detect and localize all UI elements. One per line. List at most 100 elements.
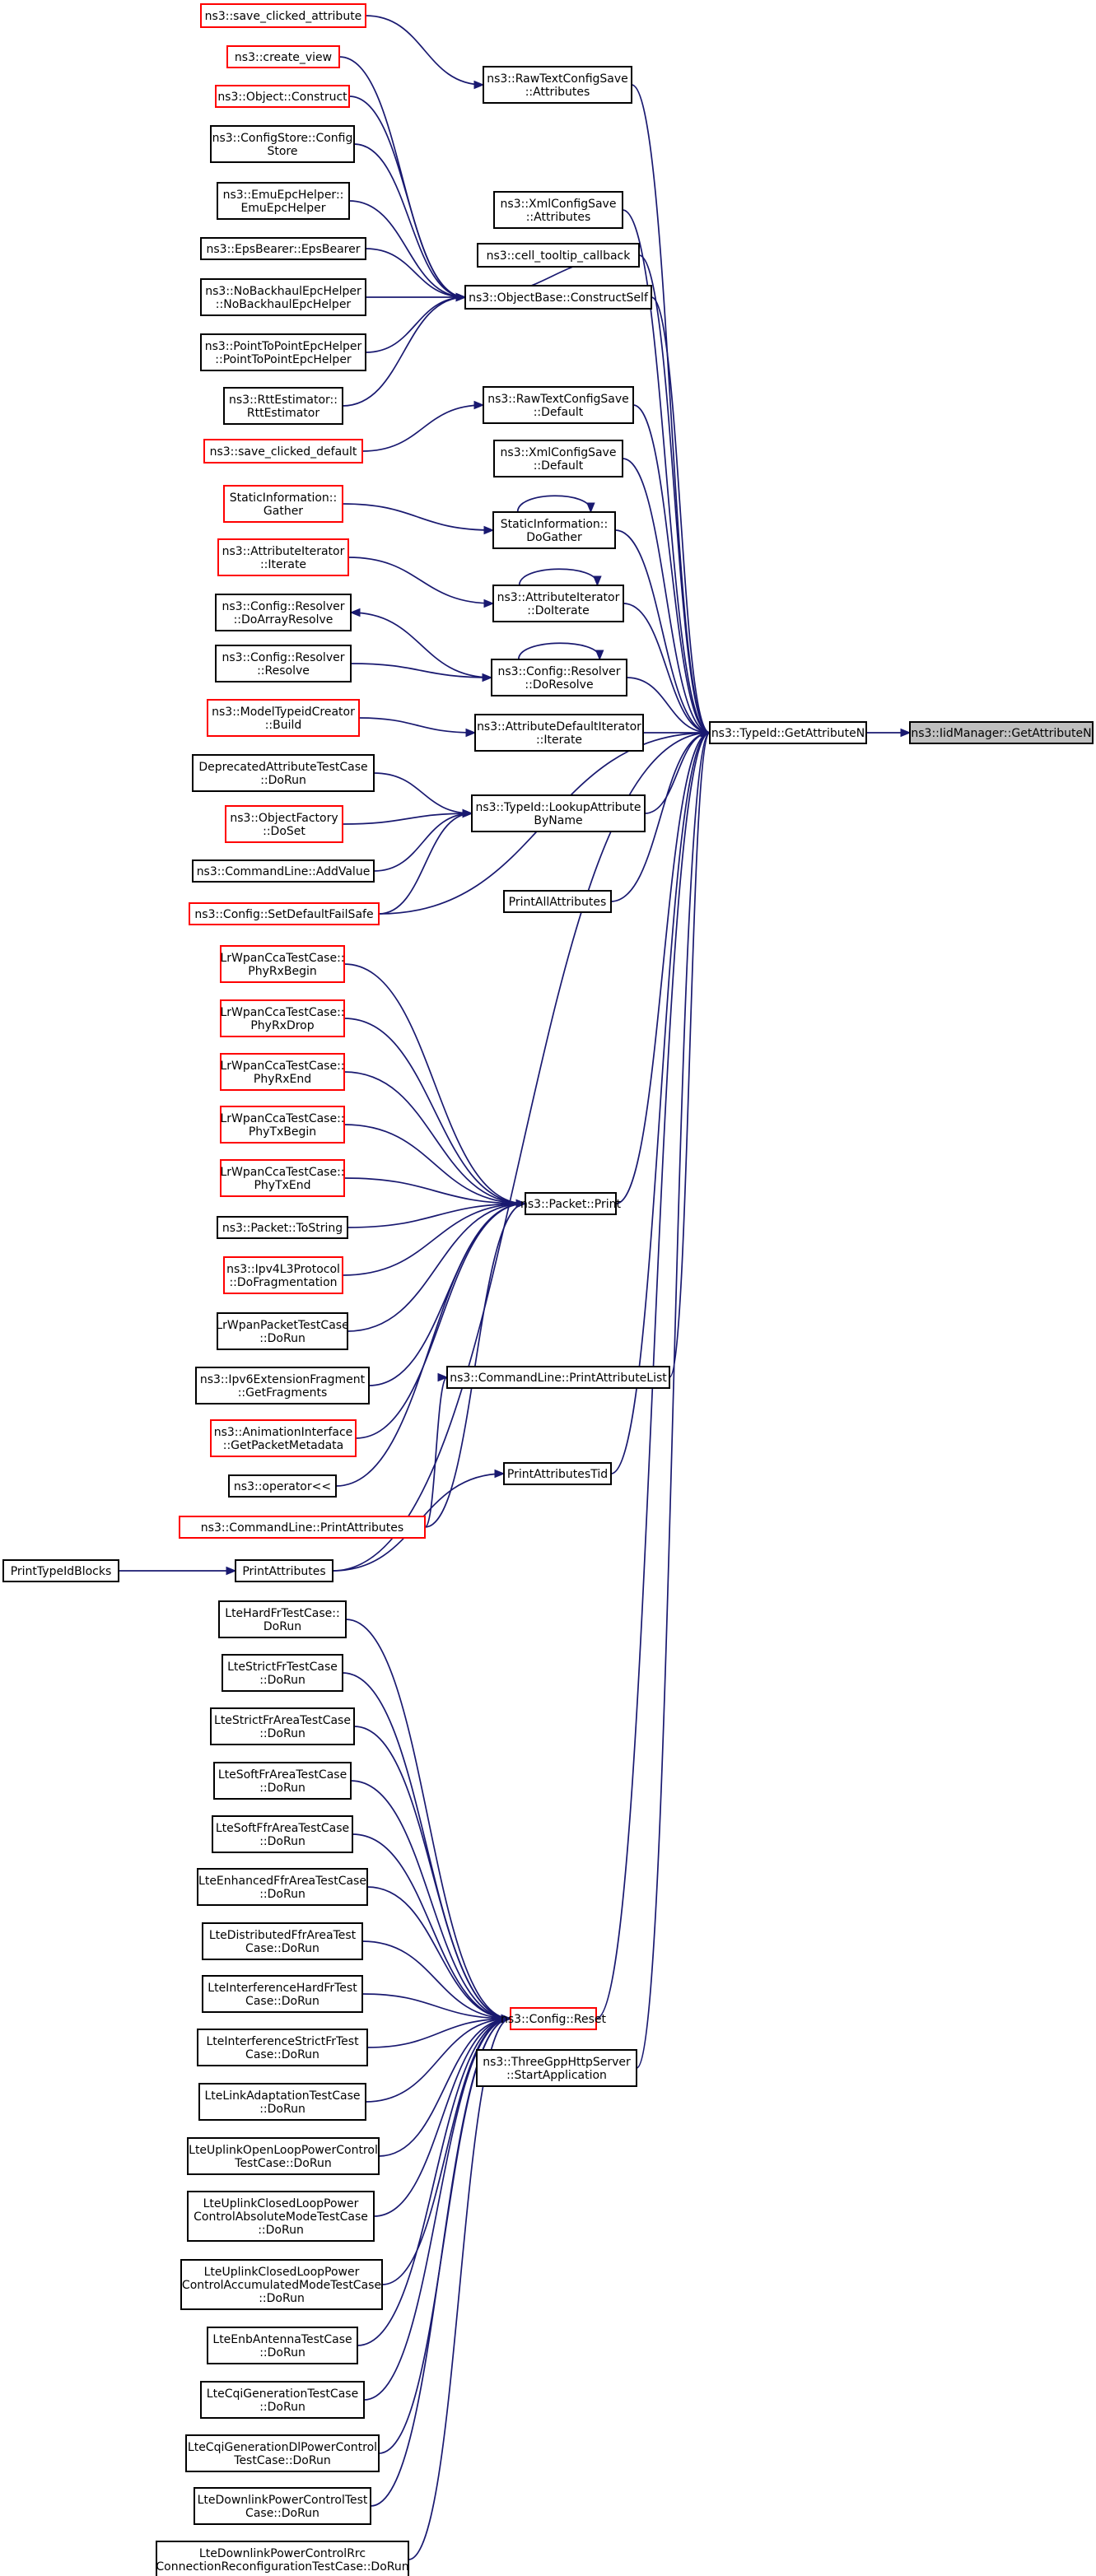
node-ltestrictfrtestcase-dorun[interactable]: LteStrictFrTestCase::DoRun xyxy=(222,1654,343,1692)
node-lteuplinkclosedlooppowercontrolabsolutemodetestcase-dorun[interactable]: LteUplinkClosedLoopPowerControlAbsoluteM… xyxy=(187,2191,375,2242)
node-box[interactable] xyxy=(215,85,350,108)
node-box[interactable] xyxy=(192,859,375,883)
node-box[interactable] xyxy=(202,1975,363,2013)
node-ltehardfrtestcase-dorun[interactable]: LteHardFrTestCase::DoRun xyxy=(218,1600,347,1638)
node-box[interactable] xyxy=(213,1762,352,1800)
node-box[interactable] xyxy=(446,1366,670,1389)
node-box[interactable] xyxy=(220,1106,345,1144)
node-box[interactable] xyxy=(220,999,345,1037)
node-box[interactable] xyxy=(200,2381,365,2419)
node-box[interactable] xyxy=(207,699,360,737)
node-ns3-config-resolver-resolve[interactable]: ns3::Config::Resolver::Resolve xyxy=(215,645,352,682)
node-printallattributes[interactable]: PrintAllAttributes xyxy=(503,890,612,913)
node-box[interactable] xyxy=(493,440,623,477)
node-ns3-rawtextconfigsave-default[interactable]: ns3::RawTextConfigSave::Default xyxy=(483,386,634,424)
node-ns3-animationinterface-getpacketmetadata[interactable]: ns3::AnimationInterface::GetPacketMetada… xyxy=(210,1419,357,1457)
node-box[interactable] xyxy=(491,659,627,696)
node-box[interactable] xyxy=(909,721,1094,744)
node-box[interactable] xyxy=(187,2137,380,2175)
node-box[interactable] xyxy=(179,1516,426,1539)
node-box[interactable] xyxy=(217,538,349,576)
node-box[interactable] xyxy=(510,2007,597,2030)
node-box[interactable] xyxy=(194,2487,371,2525)
node-ns3-attributeiterator-doiterate[interactable]: ns3::AttributeIterator::DoIterate xyxy=(492,585,624,622)
node-ns3-iidmanager-getattributen[interactable]: ns3::IidManager::GetAttributeN xyxy=(909,721,1094,744)
node-box[interactable] xyxy=(185,2434,380,2472)
node-box[interactable] xyxy=(210,125,355,163)
node-ltedownlinkpowercontrolrrcconnectionreconfigurationtestcase-dorun[interactable]: LteDownlinkPowerControlRrcConnectionReco… xyxy=(156,2541,409,2576)
node-box[interactable] xyxy=(464,285,652,310)
node-box[interactable] xyxy=(189,902,380,925)
node-box[interactable] xyxy=(225,805,343,843)
node-box[interactable] xyxy=(217,182,350,220)
node-box[interactable] xyxy=(210,1707,355,1745)
node-box[interactable] xyxy=(525,1192,617,1215)
node-box[interactable] xyxy=(192,754,375,792)
node-box[interactable] xyxy=(492,511,616,549)
node-ns3-xmlconfigsave-attributes[interactable]: ns3::XmlConfigSave::Attributes xyxy=(493,191,623,229)
node-printattributestid[interactable]: PrintAttributesTid xyxy=(503,1462,612,1485)
node-box[interactable] xyxy=(198,2083,366,2121)
node-ns3-objectfactory-doset[interactable]: ns3::ObjectFactory::DoSet xyxy=(225,805,343,843)
node-lteuplinkclosedlooppowercontrolaccumulatedmodetestcase-dorun[interactable]: LteUplinkClosedLoopPowerControlAccumulat… xyxy=(180,2259,383,2310)
node-box[interactable] xyxy=(493,191,623,229)
node-printattributes[interactable]: PrintAttributes xyxy=(235,1559,333,1582)
node-lrwpanpackettestcase-dorun[interactable]: LrWpanPacketTestCase::DoRun xyxy=(216,1312,349,1350)
node-box[interactable] xyxy=(187,2191,375,2242)
node-lrwpanccatestcase-phytxbegin[interactable]: LrWpanCcaTestCase::PhyTxBegin xyxy=(220,1106,345,1144)
node-box[interactable] xyxy=(210,1419,357,1457)
node-ltecqigenerationtestcase-dorun[interactable]: LteCqiGenerationTestCase::DoRun xyxy=(200,2381,365,2419)
node-box[interactable] xyxy=(492,585,624,622)
node-lrwpanccatestcase-phyrxbegin[interactable]: LrWpanCcaTestCase::PhyRxBegin xyxy=(220,945,345,983)
node-box[interactable] xyxy=(2,1559,119,1582)
node-box[interactable] xyxy=(471,794,646,832)
node-ns3-cell-tooltip-callback[interactable]: ns3::cell_tooltip_callback xyxy=(477,243,640,268)
node-box[interactable] xyxy=(200,3,366,28)
node-box[interactable] xyxy=(223,387,343,425)
node-ns3-config-setdefaultfailsafe[interactable]: ns3::Config::SetDefaultFailSafe xyxy=(189,902,380,925)
node-box[interactable] xyxy=(217,1216,348,1239)
node-lteenbantennatestcase-dorun[interactable]: LteEnbAntennaTestCase::DoRun xyxy=(207,2327,358,2364)
node-ltecqigenerationdlpowercontroltestcase-dorun[interactable]: LteCqiGenerationDlPowerControlTestCase::… xyxy=(185,2434,380,2472)
node-box[interactable] xyxy=(207,2327,358,2364)
node-ns3-save-clicked-default[interactable]: ns3::save_clicked_default xyxy=(203,439,363,463)
node-ltelinkadaptationtestcase-dorun[interactable]: LteLinkAdaptationTestCase::DoRun xyxy=(198,2083,366,2121)
node-ns3-modeltypeidcreator-build[interactable]: ns3::ModelTypeidCreator::Build xyxy=(207,699,360,737)
node-ns3-object-construct[interactable]: ns3::Object::Construct xyxy=(215,85,350,108)
node-ltesoftfrareatestcase-dorun[interactable]: LteSoftFrAreaTestCase::DoRun xyxy=(213,1762,352,1800)
node-ns3-rawtextconfigsave-attributes[interactable]: ns3::RawTextConfigSave::Attributes xyxy=(483,66,632,104)
node-box[interactable] xyxy=(223,485,343,523)
node-ns3-ipv4l3protocol-dofragmentation[interactable]: ns3::Ipv4L3Protocol::DoFragmentation xyxy=(223,1256,343,1294)
node-box[interactable] xyxy=(203,439,363,463)
node-box[interactable] xyxy=(503,1462,612,1485)
node-ns3-packet-tostring[interactable]: ns3::Packet::ToString xyxy=(217,1216,348,1239)
node-box[interactable] xyxy=(226,45,340,68)
node-ns3-commandline-addvalue[interactable]: ns3::CommandLine::AddValue xyxy=(192,859,375,883)
node-ns3-attributedefaultiterator-iterate[interactable]: ns3::AttributeDefaultIterator::Iterate xyxy=(474,714,644,752)
node-box[interactable] xyxy=(197,2029,368,2066)
node-ns3-config-reset[interactable]: ns3::Config::Reset xyxy=(501,2007,606,2030)
node-ns3-typeid-getattributen[interactable]: ns3::TypeId::GetAttributeN xyxy=(709,721,867,744)
node-box[interactable] xyxy=(180,2259,383,2310)
node-ns3-commandline-printattributes[interactable]: ns3::CommandLine::PrintAttributes xyxy=(179,1516,426,1539)
node-ns3-epsbearer-epsbearer[interactable]: ns3::EpsBearer::EpsBearer xyxy=(200,237,366,260)
node-ns3-operator[interactable]: ns3::operator<< xyxy=(228,1474,337,1498)
node-deprecatedattributetestcase-dorun[interactable]: DeprecatedAttributeTestCase::DoRun xyxy=(192,754,375,792)
node-printtypeidblocks[interactable]: PrintTypeIdBlocks xyxy=(2,1559,119,1582)
node-box[interactable] xyxy=(220,1053,345,1091)
node-box[interactable] xyxy=(223,1256,343,1294)
node-box[interactable] xyxy=(220,945,345,983)
node-box[interactable] xyxy=(200,237,366,260)
node-box[interactable] xyxy=(197,1868,368,1906)
node-ns3-emuepchelper-emuepchelper[interactable]: ns3::EmuEpcHelper::EmuEpcHelper xyxy=(217,182,350,220)
node-ns3-create-view[interactable]: ns3::create_view xyxy=(226,45,340,68)
node-ns3-ipv6extensionfragment-getfragments[interactable]: ns3::Ipv6ExtensionFragment::GetFragments xyxy=(195,1367,370,1404)
node-lrwpanccatestcase-phyrxdrop[interactable]: LrWpanCcaTestCase::PhyRxDrop xyxy=(220,999,345,1037)
node-box[interactable] xyxy=(215,645,352,682)
node-lrwpanccatestcase-phyrxend[interactable]: LrWpanCcaTestCase::PhyRxEnd xyxy=(220,1053,345,1091)
node-box[interactable] xyxy=(202,1922,363,1960)
node-ns3-nobackhaulepchelper-nobackhaulepchelper[interactable]: ns3::NoBackhaulEpcHelper::NoBackhaulEpcH… xyxy=(200,278,366,316)
